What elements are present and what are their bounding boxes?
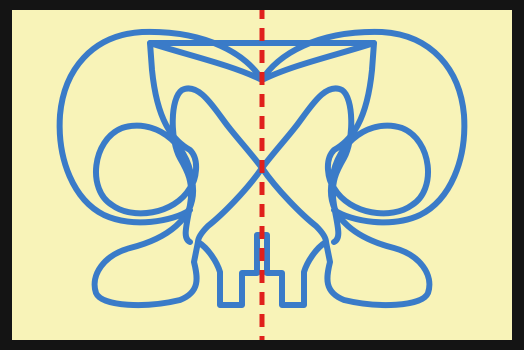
left-lower-link-path bbox=[198, 168, 262, 242]
left-half-curve bbox=[60, 32, 262, 305]
right-lower-link-path bbox=[262, 168, 326, 242]
left-curve-path bbox=[95, 43, 262, 305]
right-half-curve bbox=[262, 32, 464, 305]
symmetric-curve-figure bbox=[12, 10, 512, 340]
right-curve-path bbox=[262, 43, 429, 305]
